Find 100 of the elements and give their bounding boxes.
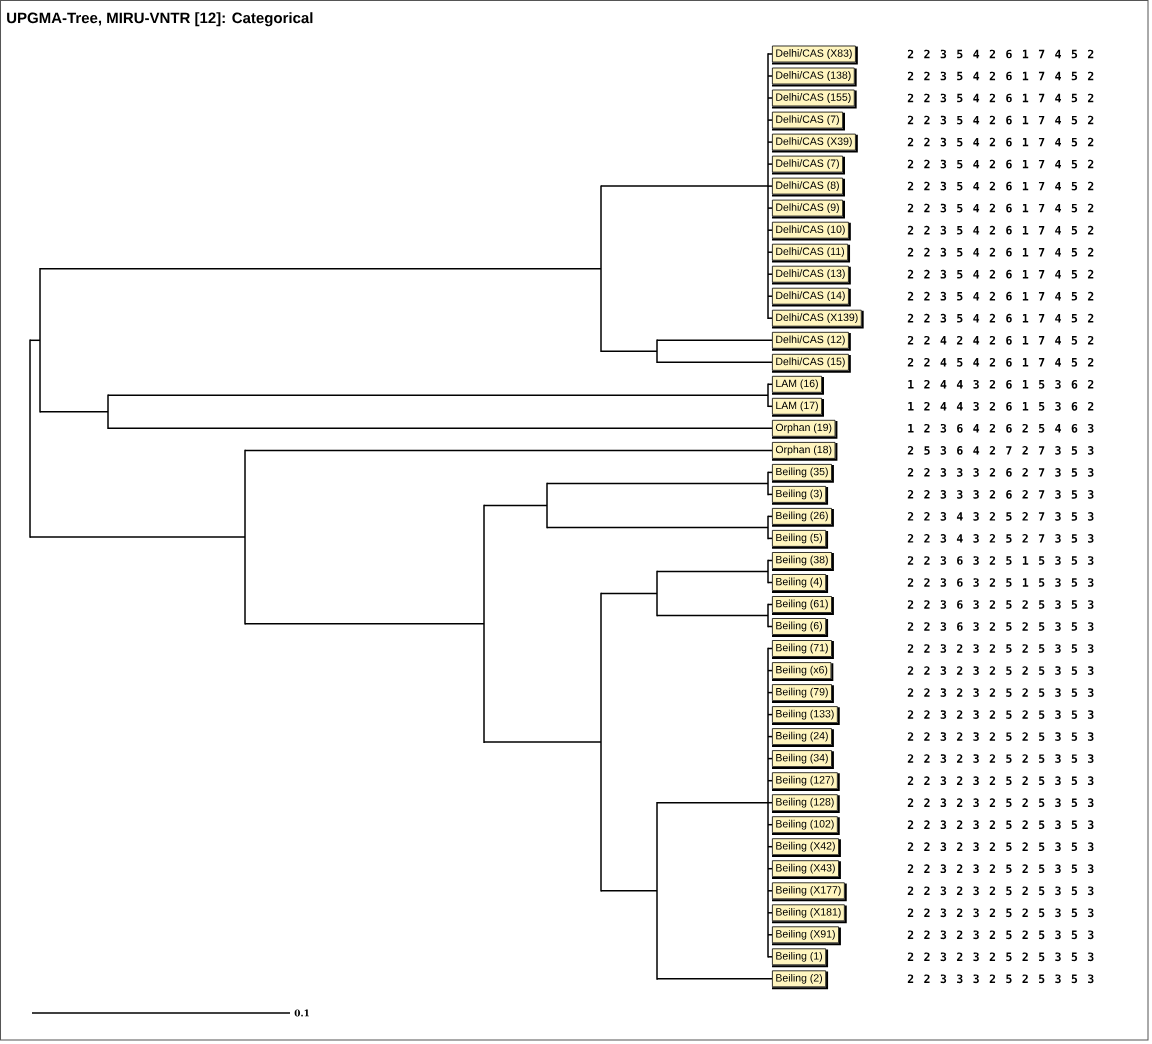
leaf-label: Orphan (19) [771, 419, 838, 439]
scale-bar: 0.1 [31, 1009, 309, 1017]
tree-branch [656, 570, 769, 573]
allele-profile: 2 2 3 2 3 2 5 2 5 3 5 3 [907, 732, 1094, 741]
leaf-label: Beiling (4) [771, 574, 829, 593]
allele-profile: 2 2 3 2 3 2 5 2 5 3 5 3 [907, 908, 1094, 918]
allele-profile: 1 2 4 4 3 2 6 1 5 3 6 2 [908, 401, 1094, 411]
leaf-label: Beiling (X181) [771, 904, 847, 924]
allele-profile: 2 2 3 2 3 2 5 2 5 3 5 3 [907, 864, 1094, 874]
tree-branch [483, 504, 548, 507]
tree-branch [767, 295, 773, 297]
tree-branch [767, 934, 773, 936]
leaf-label: Delhi/CAS (11) [771, 243, 851, 263]
tree-branch [767, 823, 773, 826]
allele-profile: 2 2 3 5 4 2 6 1 7 4 5 2 [907, 269, 1094, 279]
leaf-label: Beiling (1) [771, 948, 829, 968]
allele-profile: 2 2 3 5 4 2 6 1 7 4 5 2 [907, 203, 1094, 213]
leaf-label: Beiling (127) [771, 772, 840, 792]
allele-profile: 2 2 3 2 3 2 5 2 5 3 5 3 [907, 710, 1094, 719]
tree-branch [767, 801, 773, 804]
tree-branch [767, 625, 773, 628]
allele-profile: 2 2 3 5 4 2 6 1 7 4 5 2 [907, 115, 1094, 125]
tree-branch [656, 614, 769, 617]
leaf-label: Beiling (X43) [771, 860, 841, 880]
allele-profile: 1 2 3 6 4 2 6 2 5 4 6 3 [908, 423, 1094, 433]
leaf-label: Beiling (79) [771, 684, 834, 703]
allele-profile: 2 2 3 5 4 2 6 1 7 4 5 2 [907, 181, 1094, 191]
tree-branch [767, 119, 773, 121]
tree-branch [767, 163, 773, 165]
tree-branch [767, 229, 773, 231]
leaf-label: Delhi/CAS (155) [771, 89, 857, 109]
allele-profile: 2 2 3 2 3 2 5 2 5 3 5 3 [907, 820, 1094, 830]
leaf-label: Beiling (71) [771, 640, 834, 659]
tree-branch [767, 735, 773, 738]
allele-profile: 2 2 3 2 3 2 5 2 5 3 5 3 [907, 842, 1094, 852]
allele-profile: 2 2 3 2 3 2 5 2 5 3 5 3 [907, 798, 1094, 808]
tree-branch [107, 427, 773, 430]
tree-branch [767, 669, 773, 672]
allele-profile: 2 2 3 2 3 2 5 2 5 3 5 3 [907, 666, 1094, 675]
tree-branch [767, 912, 773, 914]
tree-branch [600, 890, 658, 892]
leaf-label: Delhi/CAS (X83) [771, 45, 858, 65]
tree-branch [656, 801, 769, 804]
tree-branch [546, 526, 769, 529]
tree-branch [767, 581, 773, 584]
tree-branch [767, 405, 773, 408]
leaf-label: LAM (16) [771, 375, 824, 395]
allele-profile: 2 2 3 6 3 2 5 2 5 3 5 3 [907, 622, 1094, 631]
tree-branch [600, 350, 658, 353]
allele-profile: 2 2 3 5 4 2 6 1 7 4 5 2 [907, 159, 1094, 169]
allele-profile: 2 2 4 2 4 2 6 1 7 4 5 2 [907, 335, 1094, 345]
leaf-label: Beiling (X91) [771, 926, 841, 946]
allele-profile: 2 2 3 3 3 2 6 2 7 3 5 3 [907, 468, 1094, 477]
leaf-label: Beiling (26) [771, 508, 834, 527]
tree-branch [767, 75, 773, 77]
leaf-label: Delhi/CAS (7) [771, 155, 845, 175]
tree-branch [39, 411, 109, 413]
tree-branch [39, 267, 602, 270]
leaf-label: Beiling (24) [771, 728, 834, 747]
allele-profile: 2 2 3 3 3 2 6 2 7 3 5 3 [907, 490, 1094, 499]
leaf-label: Beiling (38) [771, 552, 834, 571]
allele-profile: 2 2 3 2 3 2 5 2 5 3 5 3 [907, 644, 1094, 653]
leaf-label: Beiling (5) [771, 530, 829, 549]
leaf-label: Beiling (35) [771, 464, 834, 483]
allele-profile: 2 2 3 2 3 2 5 2 5 3 5 3 [907, 776, 1094, 786]
allele-profile: 2 2 3 2 3 2 5 2 5 3 5 3 [907, 952, 1094, 962]
tree-branch [767, 713, 773, 716]
leaf-label: Delhi/CAS (7) [771, 111, 845, 131]
leaf-label: Delhi/CAS (13) [771, 265, 851, 285]
allele-profile: 2 2 3 5 4 2 6 1 7 4 5 2 [907, 137, 1094, 147]
leaf-label: Delhi/CAS (12) [771, 331, 851, 351]
leaf-label: Beiling (X42) [771, 838, 841, 858]
leaf-label: Delhi/CAS (10) [771, 221, 851, 241]
tree-branch [767, 185, 773, 187]
tree-branch [107, 394, 769, 397]
leaf-label: Beiling (x6) [771, 662, 834, 681]
leaf-label: Beiling (133) [771, 706, 840, 725]
allele-profile: 2 2 3 5 4 2 6 1 7 4 5 2 [907, 291, 1094, 301]
title: UPGMA-Tree, MIRU-VNTR [12]: Categorical [7, 12, 313, 27]
tree-branch [656, 339, 773, 342]
tree-branch [767, 317, 773, 319]
tree-branch [767, 956, 773, 958]
allele-profile: 2 2 3 2 3 2 5 2 5 3 5 3 [907, 930, 1094, 940]
allele-profile: 2 2 3 5 4 2 6 1 7 4 5 2 [907, 247, 1094, 257]
tree-branch [767, 757, 773, 760]
tree-branch [767, 647, 773, 650]
leaf-label: Beiling (102) [771, 816, 840, 836]
allele-profile: 2 2 3 5 4 2 6 1 7 4 5 2 [907, 71, 1094, 81]
leaf-label: Delhi/CAS (15) [771, 353, 851, 373]
allele-profile: 2 2 3 5 4 2 6 1 7 4 5 2 [907, 93, 1094, 103]
allele-profile: 2 2 3 2 3 2 5 2 5 3 5 3 [907, 754, 1094, 763]
leaf-label: Beiling (X177) [771, 882, 847, 902]
tree-branch [767, 493, 773, 496]
tree-branch [600, 185, 769, 187]
leaf-label: Beiling (128) [771, 794, 840, 814]
allele-profile: 2 2 3 2 3 2 5 2 5 3 5 3 [907, 886, 1094, 896]
tree-branch [767, 515, 773, 518]
leaf-label: Beiling (2) [771, 970, 829, 990]
leaf-label: Delhi/CAS (X39) [771, 133, 858, 153]
tree-branch [767, 867, 773, 870]
